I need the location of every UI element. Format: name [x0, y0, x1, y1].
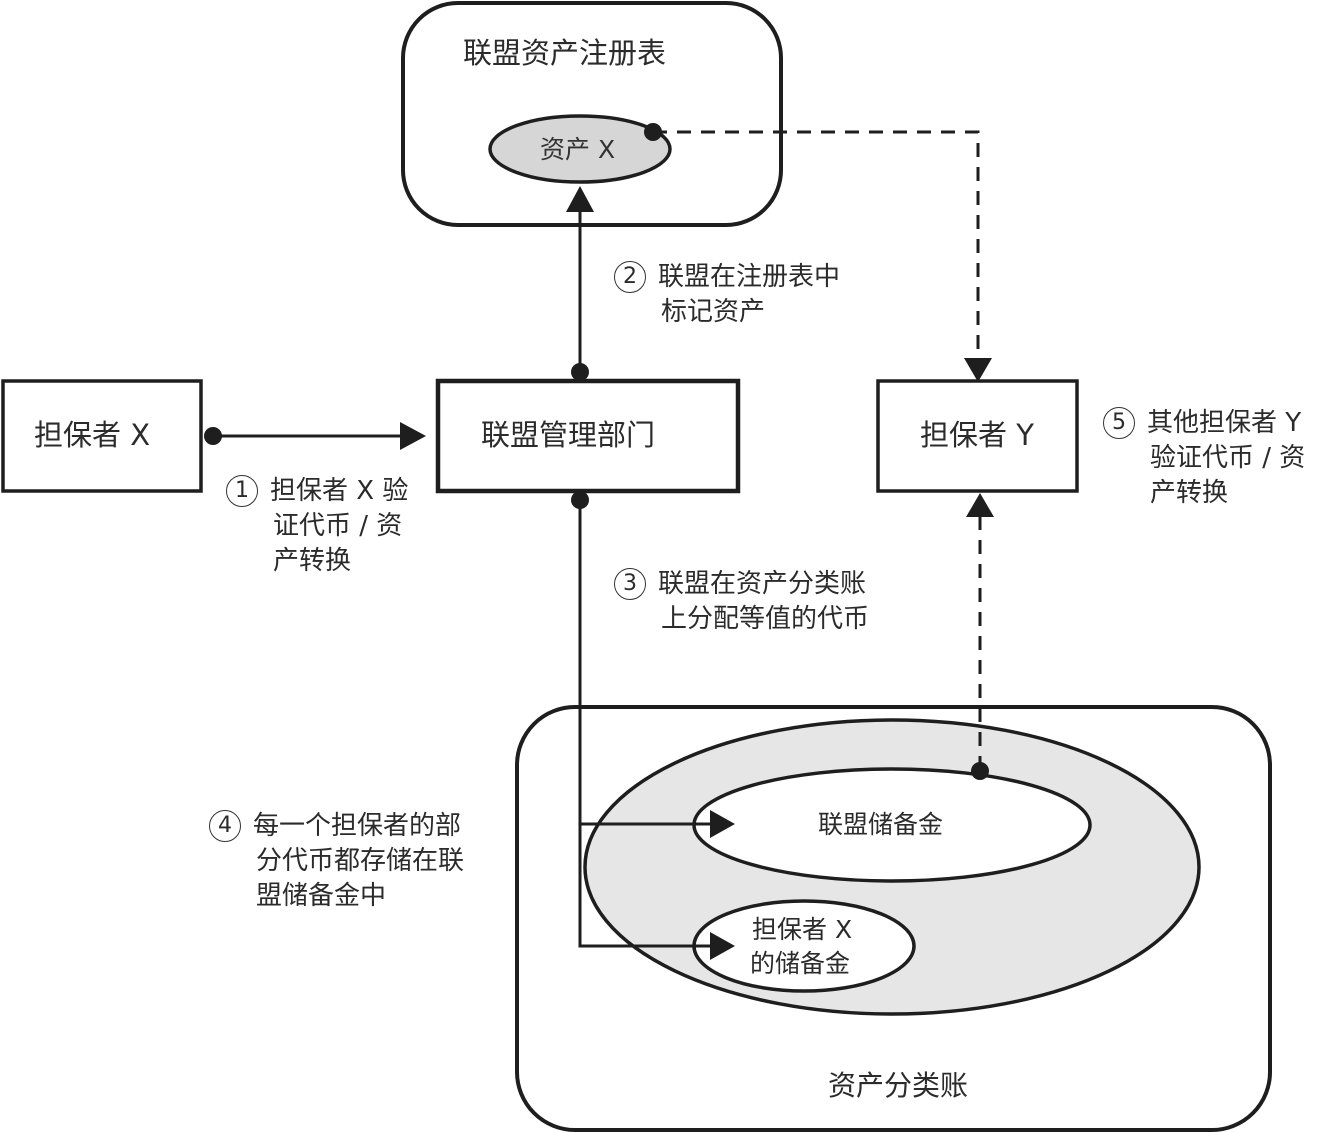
step-2-line-1: 联盟在注册表中 [658, 262, 841, 292]
step-2-line-2: 标记资产 [661, 297, 766, 327]
arrowhead-into-guarantor-y-bottom [966, 493, 994, 517]
step-3-badge: 3 [614, 568, 646, 600]
dashed-connector-registry-to-guarantor-y [653, 130, 980, 365]
ledger-title: 资产分类账 [828, 1069, 969, 1102]
arrowhead-into-guarantor-y [964, 358, 992, 382]
step-2-badge: 2 [614, 261, 646, 293]
consortium-mgmt-label: 联盟管理部门 [481, 418, 656, 452]
step-4-line-1: 每一个担保者的部 [253, 811, 462, 841]
connector-dot-mgmt-top [571, 363, 589, 381]
step-1-line-2: 证代币 / 资 [273, 511, 403, 541]
step-5-note: 5 其他担保者 Y 验证代币 / 资 产转换 [1103, 406, 1305, 511]
step-1-badge: 1 [226, 475, 258, 507]
consortium-mgmt-box [435, 378, 741, 494]
arrowhead-into-registry [566, 186, 594, 212]
step-4-badge: 4 [209, 810, 241, 842]
step-1-note: 1 担保者 X 验 证代币 / 资 产转换 [226, 474, 408, 579]
arrowhead-into-mgmt [400, 422, 426, 450]
connector-dot-guarantor-x [204, 427, 222, 445]
step-3-line-2: 上分配等值的代币 [661, 604, 870, 634]
step-4-line-3: 盟储备金中 [256, 881, 387, 911]
guarantor-x-box [1, 379, 203, 493]
step-1-line-3: 产转换 [273, 546, 352, 576]
step-5-line-1: 其他担保者 Y [1147, 408, 1302, 438]
arrowhead-into-guarantor-x-reserve [710, 932, 735, 960]
guarantor-y-label: 担保者 Y [920, 418, 1034, 452]
asset-x-label: 资产 X [540, 135, 616, 164]
guarantor-x-label: 担保者 X [34, 418, 151, 452]
connector-mgmt-to-reserves [578, 500, 712, 948]
arrowhead-into-consortium-reserve [710, 810, 735, 838]
step-5-line-3: 产转换 [1150, 478, 1229, 508]
connector-dot-asset-x [644, 123, 662, 141]
guarantor-x-reserve-label-line1: 担保者 X [752, 915, 853, 944]
step-2-note: 2 联盟在注册表中 标记资产 [614, 260, 840, 330]
registry-title: 联盟资产注册表 [463, 36, 667, 70]
step-1-line-1: 担保者 X 验 [270, 476, 409, 506]
step-3-line-1: 联盟在资产分类账 [658, 569, 867, 599]
guarantor-y-box [876, 379, 1079, 493]
step-4-note: 4 每一个担保者的部 分代币都存储在联 盟储备金中 [209, 809, 464, 914]
step-3-note: 3 联盟在资产分类账 上分配等值的代币 [614, 567, 869, 637]
connector-dot-consortium-reserve [971, 762, 989, 780]
registry-box [401, 1, 783, 227]
step-5-line-2: 验证代币 / 资 [1150, 443, 1306, 473]
step-5-badge: 5 [1103, 407, 1135, 439]
guarantor-x-reserve-label-line2: 的储备金 [750, 949, 851, 978]
asset-x-ellipse [488, 114, 672, 184]
step-4-line-2: 分代币都存储在联 [256, 846, 465, 876]
consortium-reserve-label: 联盟储备金 [818, 810, 944, 839]
